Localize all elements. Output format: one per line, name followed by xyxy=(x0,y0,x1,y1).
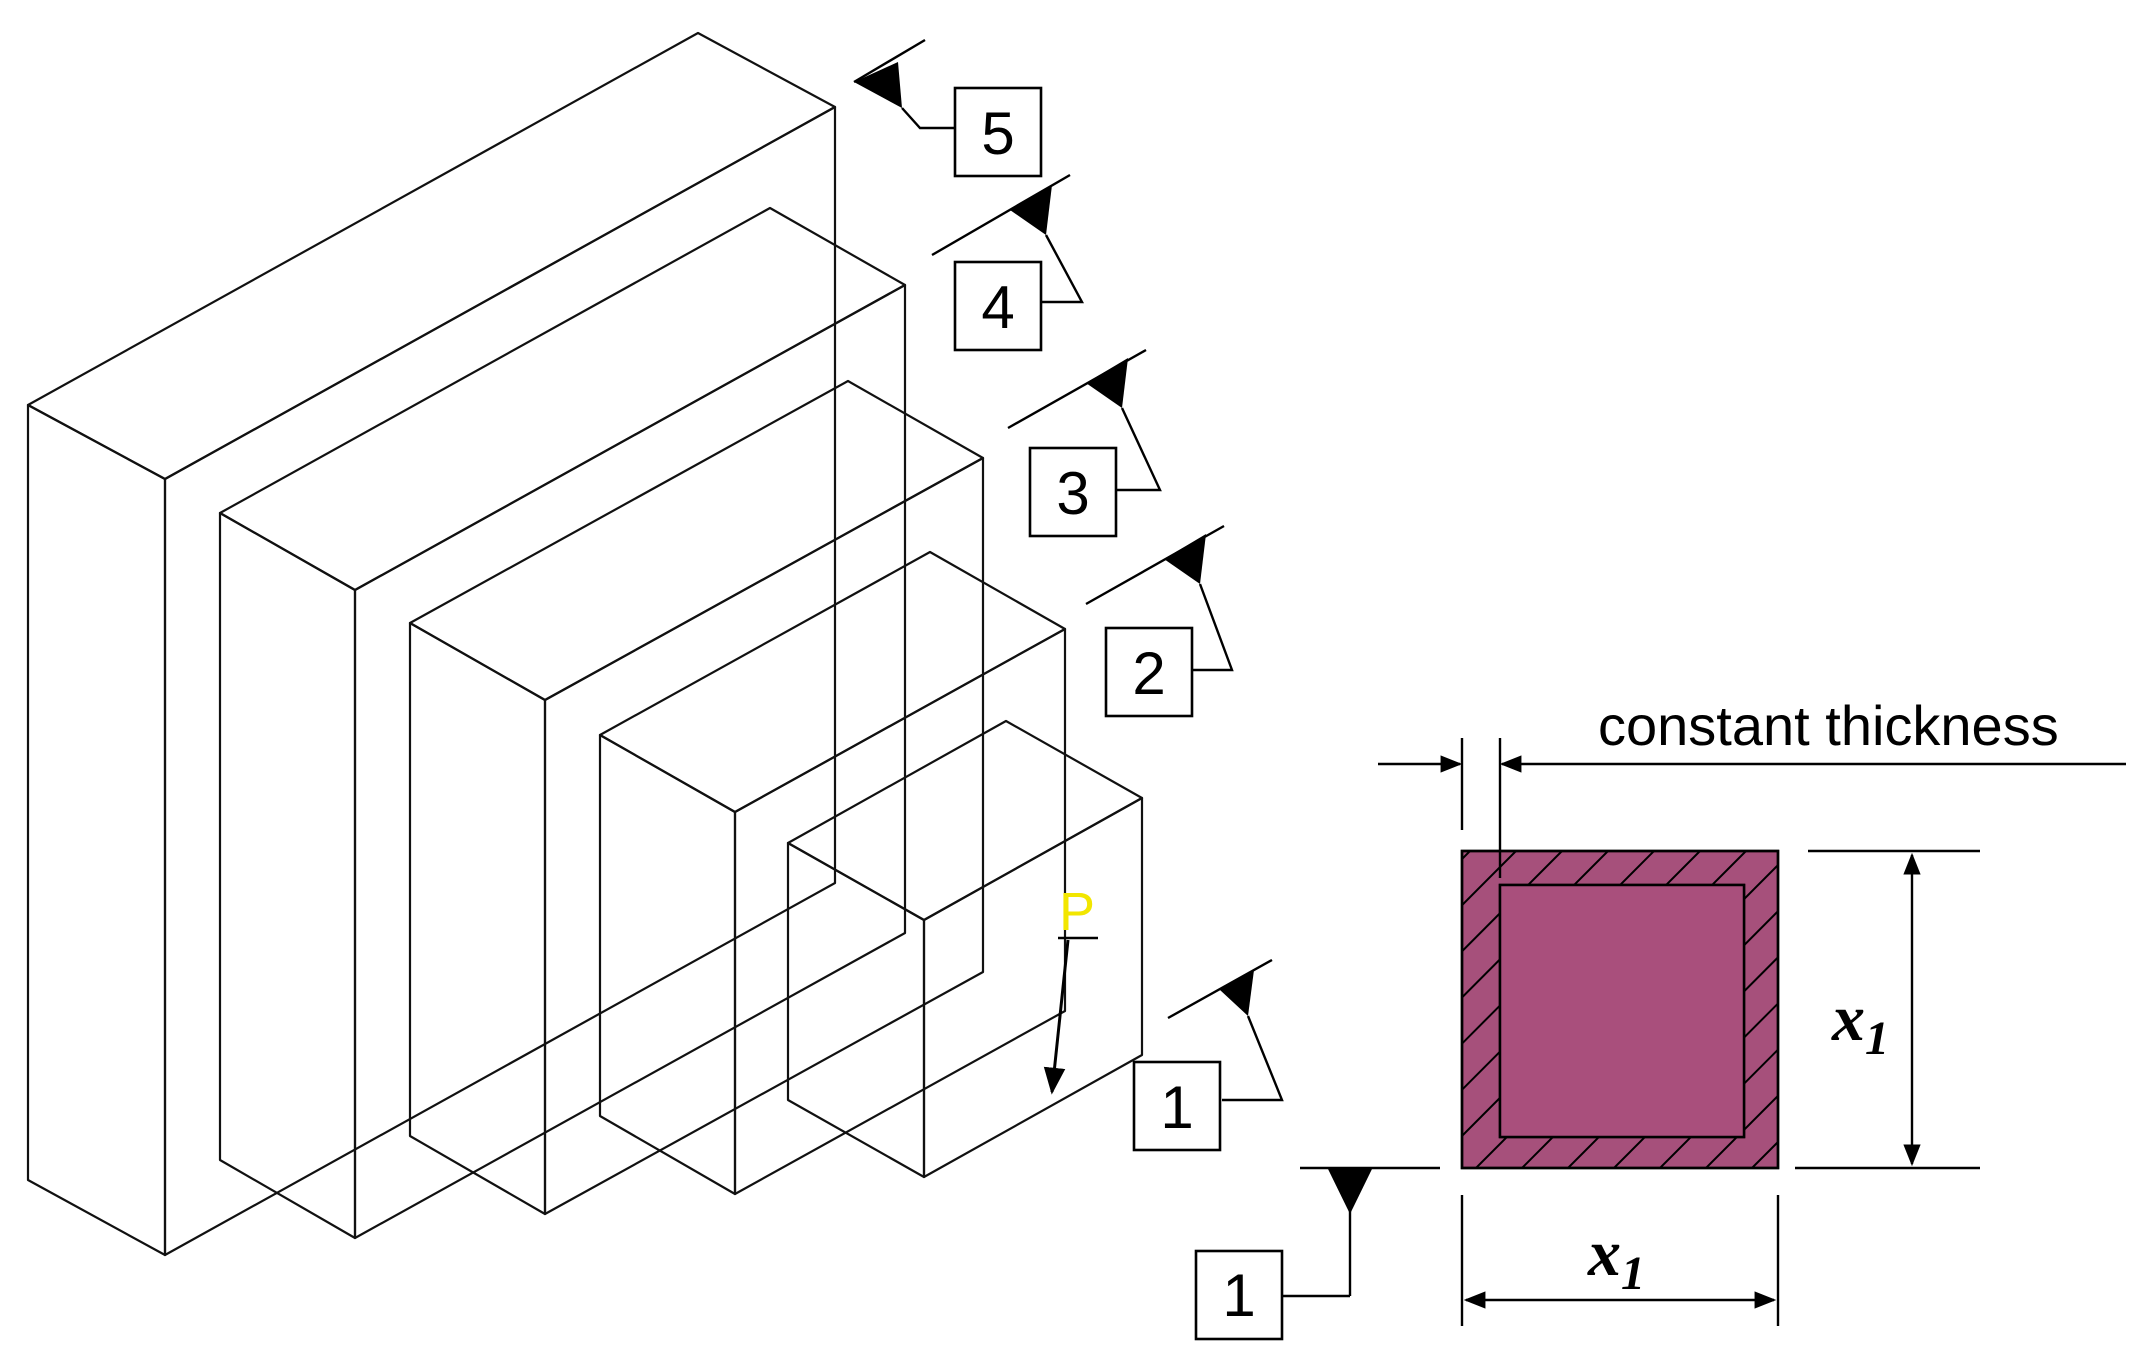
weld-number-box xyxy=(1104,626,1194,718)
block-side-face xyxy=(353,283,907,1240)
weld-number: 2 xyxy=(1132,640,1165,707)
weld-leader xyxy=(1040,234,1085,304)
weld-number: 1 xyxy=(1160,1074,1193,1141)
section-weld-number-box xyxy=(1194,1249,1284,1341)
width-label: x1 xyxy=(1587,1217,1645,1300)
height-label: x1 xyxy=(1831,982,1889,1065)
block-front-face xyxy=(598,733,737,1196)
hatch-line xyxy=(1751,851,1778,1168)
weld-fillet-triangle xyxy=(1220,970,1254,1016)
load-arrow xyxy=(1043,939,1070,1095)
section-weld-number: 1 xyxy=(1222,1262,1255,1329)
weld-number-box xyxy=(1028,446,1118,538)
block-top-face xyxy=(408,379,985,702)
weld-symbol-3: 3 xyxy=(1007,348,1162,538)
section-weld-symbol: 1 xyxy=(1194,1166,1440,1341)
weld-leader xyxy=(1192,583,1234,672)
weld-number-box xyxy=(953,86,1043,178)
cross-section: constant thickness x1 x1 1 xyxy=(1194,694,2131,1341)
section-weld-fillet-triangle xyxy=(1328,1169,1372,1214)
weld-symbol-5: 5 xyxy=(853,38,1043,178)
section-outline xyxy=(1460,849,1780,1170)
stepped-beam-blocks xyxy=(26,31,1144,1257)
block-top-face xyxy=(598,550,1067,814)
weld-fillet-triangle xyxy=(1164,534,1206,584)
section-inner-area xyxy=(1498,883,1746,1139)
thickness-label: constant thickness xyxy=(1598,694,2059,757)
beam-block-1 xyxy=(786,719,1144,1179)
load-marker: P xyxy=(1043,882,1098,1095)
block-top-face xyxy=(26,31,837,481)
hatch-line xyxy=(1462,851,1517,1168)
weld-number-box xyxy=(953,260,1043,352)
beam-block-2 xyxy=(598,550,1067,1196)
weld-reference-line xyxy=(853,38,926,84)
block-side-face xyxy=(543,456,985,1216)
hatch-line xyxy=(1844,851,2131,1168)
weld-leader xyxy=(1116,407,1162,492)
block-front-face xyxy=(218,511,357,1240)
weld-number-box xyxy=(1132,1060,1222,1152)
weld-number: 5 xyxy=(981,100,1014,167)
beam-block-3 xyxy=(408,379,985,1216)
load-label: P xyxy=(1059,882,1095,942)
beam-block-4 xyxy=(218,206,907,1240)
block-front-face xyxy=(786,841,926,1179)
weld-fillet-triangle xyxy=(1086,358,1128,408)
block-front-face xyxy=(26,403,167,1257)
weld-symbol-1: 1 xyxy=(1132,958,1284,1152)
beam-block-5 xyxy=(26,31,837,1257)
hatch-line xyxy=(1705,851,1778,1168)
weld-symbol-4: 4 xyxy=(931,173,1085,352)
weld-leader xyxy=(1222,1015,1284,1102)
weld-number: 4 xyxy=(981,274,1014,341)
block-top-face xyxy=(218,206,907,592)
block-front-face xyxy=(408,621,547,1216)
weld-number: 3 xyxy=(1056,460,1089,527)
weld-leader xyxy=(901,107,955,130)
weld-fillet-triangle xyxy=(854,62,902,108)
weld-reference-line xyxy=(1167,958,1273,1020)
weld-fillet-triangle xyxy=(1010,185,1052,235)
weld-symbol-2: 2 xyxy=(1085,524,1234,718)
weld-symbols: 5 4 3 2 1 xyxy=(853,38,1284,1152)
